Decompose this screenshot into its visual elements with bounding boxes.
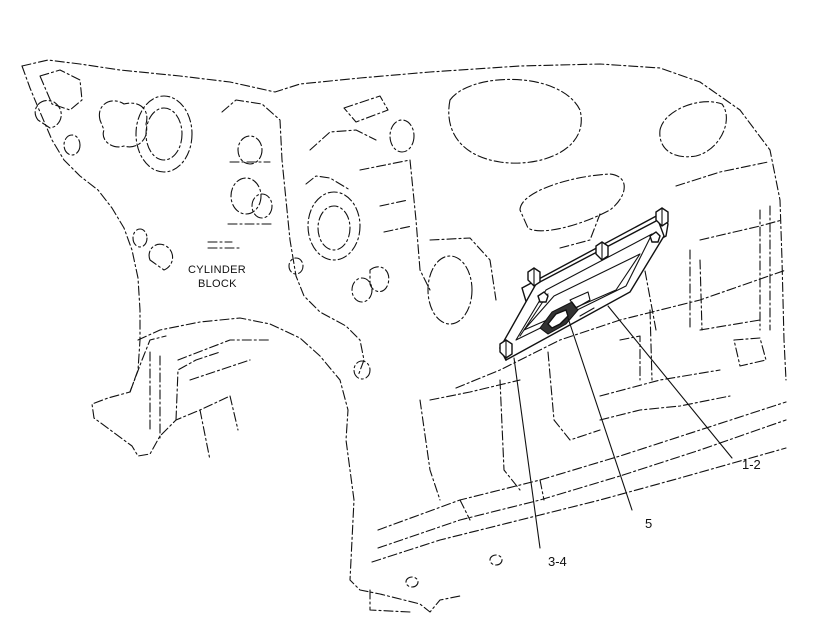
callout-5: 5	[645, 516, 652, 531]
leader-3-4	[513, 357, 541, 549]
leader-lines	[513, 305, 733, 549]
cylinder-block-label-line1: CYLINDER	[188, 264, 246, 276]
cylinder-block-label-line2: BLOCK	[198, 278, 237, 290]
callout-1-2: 1-2	[742, 457, 761, 472]
leader-1-2	[607, 305, 733, 459]
bolt-mid-right	[649, 231, 661, 243]
engine-block-outline	[21, 59, 787, 613]
callout-3-4: 3-4	[548, 554, 567, 569]
bolts	[499, 207, 669, 359]
cylinder-block-label: CYLINDER BLOCK	[188, 264, 246, 290]
bolt-mid-left	[537, 291, 549, 303]
cover-plate-assembly	[499, 207, 669, 361]
callout-labels: 1-2 5 3-4	[548, 457, 761, 569]
leader-5	[567, 317, 633, 511]
